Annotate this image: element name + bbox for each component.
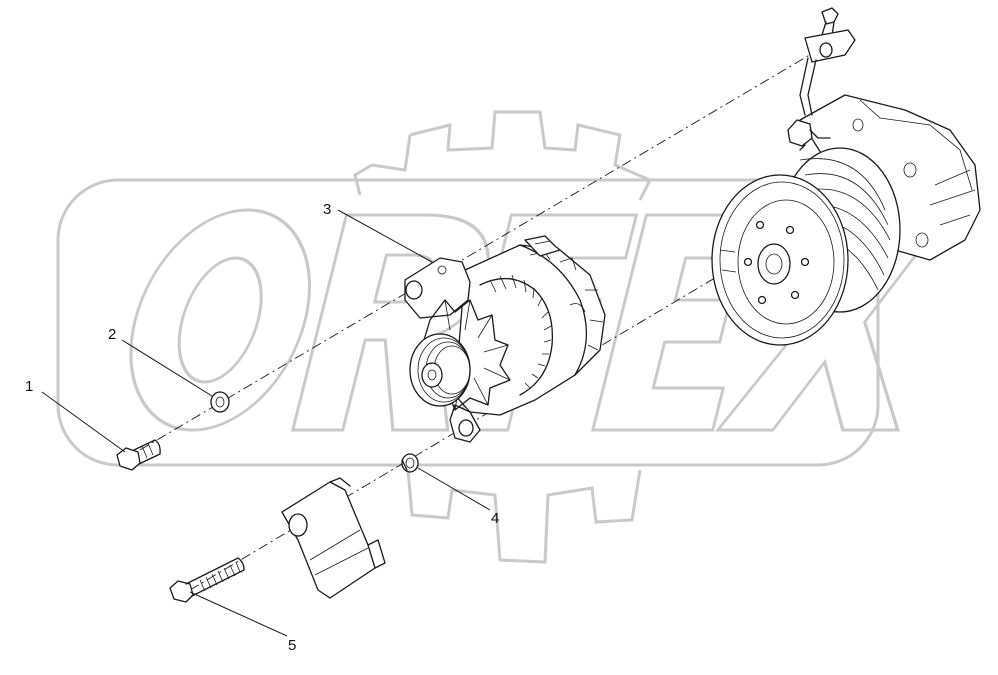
callout-1: 1: [25, 378, 33, 395]
leader-4: [417, 467, 491, 511]
leader-lines: [41, 209, 491, 637]
callout-5: 5: [288, 637, 296, 654]
part-5-long-bolt: [169, 557, 245, 603]
callout-labels: 1 2 3 4 5: [25, 201, 499, 654]
part-2-washer: [210, 391, 230, 413]
leader-5: [189, 591, 288, 637]
leader-2: [121, 339, 213, 397]
part-1-short-bolt: [116, 439, 161, 471]
part-3-alternator: [404, 235, 606, 443]
adjusting-link-rod: [787, 7, 856, 151]
watermark-letters: [129, 208, 950, 432]
callout-2: 2: [108, 326, 116, 343]
watermark-gear-bottom: [406, 469, 642, 564]
engine-crank-pulley-assembly: [711, 94, 981, 346]
watermark-gear: [353, 110, 652, 201]
watermark-logo: [56, 110, 950, 564]
leader-1: [41, 391, 126, 453]
callout-3: 3: [323, 201, 331, 218]
watermark-frame: [56, 178, 880, 467]
mounting-bracket: [281, 477, 386, 599]
callout-4: 4: [491, 510, 499, 527]
part-4-spacer: [401, 453, 419, 473]
leader-3: [337, 209, 433, 263]
